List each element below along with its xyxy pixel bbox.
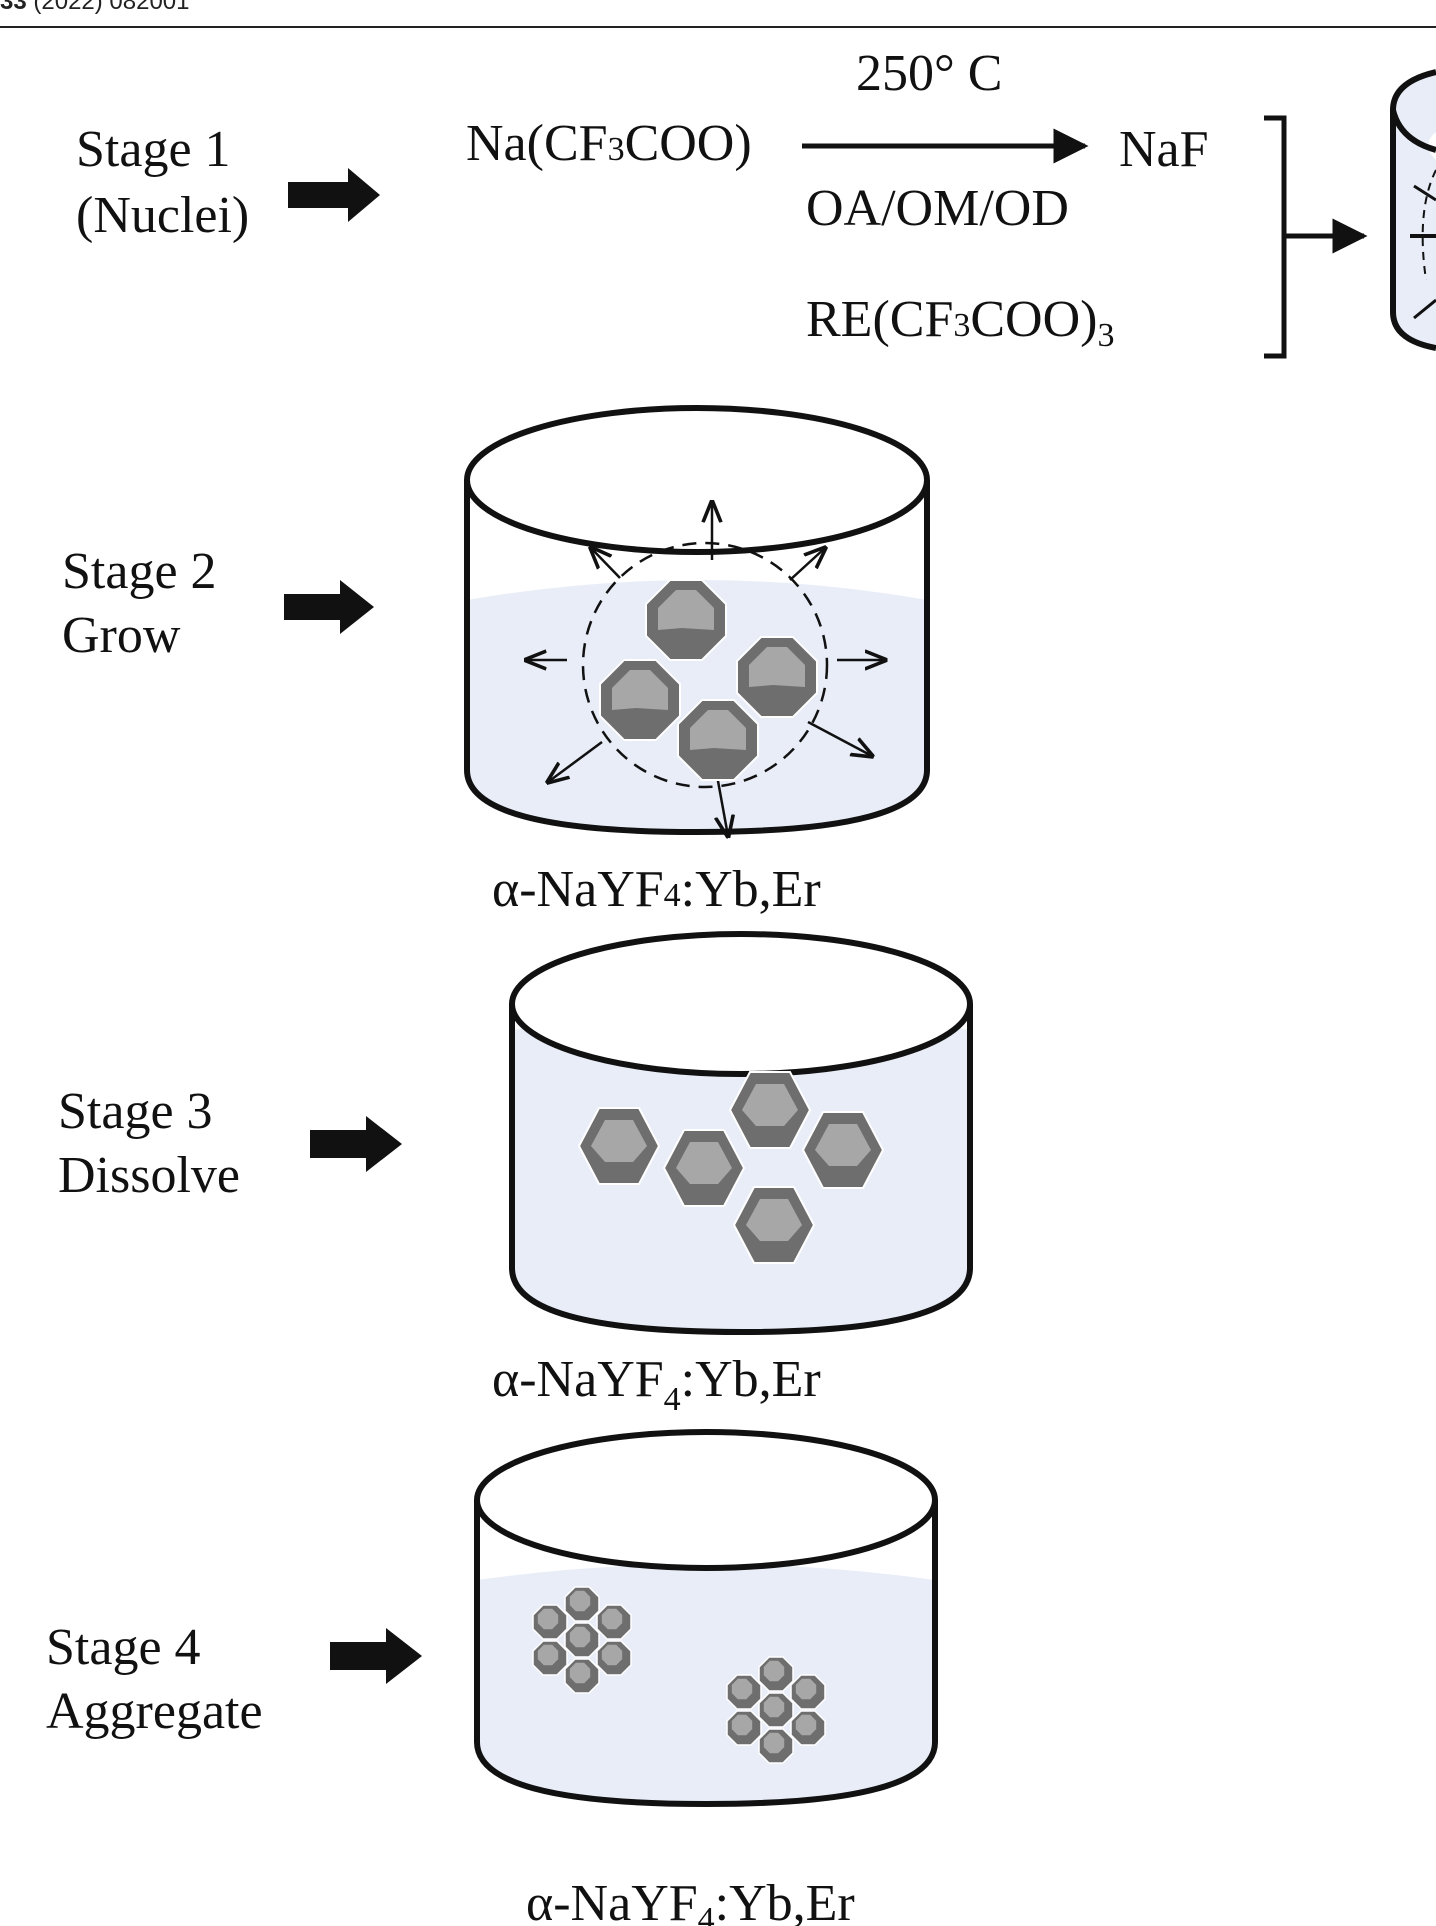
particle-octagon-icon	[645, 579, 727, 661]
small-particle-icon	[596, 1640, 632, 1676]
small-particle-icon	[564, 1586, 600, 1622]
stage4-product-label: α-NaYF4:Yb,Er	[526, 1875, 855, 1926]
stage3-product-label: α-NaYF4:Yb,Er	[492, 1351, 821, 1418]
stage2-title: Stage 2	[62, 543, 217, 600]
small-particle-icon	[726, 1674, 762, 1710]
stage2-product-label: α-NaYF4:Yb,Er	[492, 861, 821, 918]
reaction-solvents: OA/OM/OD	[806, 180, 1069, 237]
stage4-arrow-icon	[330, 1628, 422, 1684]
combine-bracket	[1264, 115, 1287, 359]
journal-header: 33 (2022) 082001	[0, 0, 1436, 28]
stage4-beaker	[474, 1429, 938, 1808]
small-particle-icon	[790, 1674, 826, 1710]
particle-octagon-icon	[599, 659, 681, 741]
stage2-arrow-icon	[284, 580, 374, 634]
particle-hexagon-icon	[732, 1186, 816, 1264]
stage2-subtitle: Grow	[62, 607, 181, 664]
reaction-product: NaF	[1119, 121, 1209, 178]
particle-hexagon-icon	[577, 1107, 661, 1185]
growth-boundary	[581, 541, 829, 789]
stage3-title: Stage 3	[58, 1083, 213, 1140]
stage1-beaker-partial	[1390, 69, 1436, 351]
stage3-group: Stage 3 Dissolve α-NaYF4:Yb,Er	[58, 931, 973, 1418]
particle-hexagon-icon	[801, 1111, 885, 1189]
stage2-growth-arrows	[526, 502, 885, 836]
journal-citation: 33 (2022) 082001	[0, 0, 190, 16]
aggregate-cluster-left	[532, 1586, 632, 1694]
stage3-particles	[577, 1071, 885, 1264]
small-particle-icon	[758, 1692, 794, 1728]
citation-text: (2022) 082001	[33, 0, 190, 15]
stage3-subtitle: Dissolve	[58, 1147, 240, 1204]
stage2-particles	[599, 579, 818, 781]
small-particle-icon	[726, 1710, 762, 1746]
small-particle-icon	[564, 1658, 600, 1694]
stage1-group: Stage 1 (Nuclei) Na(CF3COO) 250° C OA/OM…	[76, 45, 1436, 359]
stage1-arrow-icon	[288, 168, 380, 222]
stage4-subtitle: Aggregate	[46, 1683, 263, 1740]
small-particle-icon	[596, 1604, 632, 1640]
re-precursor: RE(CF3COO)3	[806, 291, 1114, 354]
particle-octagon-icon	[736, 636, 818, 718]
small-particle-icon	[564, 1622, 600, 1658]
stage3-arrow-icon	[310, 1116, 402, 1172]
stage4-group: Stage 4 Aggregate α-NaYF4:Yb,Er	[46, 1429, 938, 1926]
particle-hexagon-icon	[728, 1071, 812, 1149]
volume-number: 33	[0, 0, 27, 15]
small-particle-icon	[758, 1656, 794, 1692]
stage1-reactant: Na(CF3COO)	[466, 115, 752, 172]
stage4-title: Stage 4	[46, 1619, 201, 1676]
small-particle-icon	[758, 1728, 794, 1764]
small-particle-icon	[532, 1640, 568, 1676]
aggregate-cluster-right	[726, 1656, 826, 1764]
stage1-title: Stage 1	[76, 121, 231, 178]
stage2-group: Stage 2 Grow α-NaYF4:Yb,Er	[62, 405, 930, 918]
particle-hexagon-icon	[662, 1129, 746, 1207]
stage1-subtitle: (Nuclei)	[76, 187, 249, 244]
small-particle-icon	[790, 1710, 826, 1746]
particle-octagon-icon	[677, 699, 759, 781]
reaction-temperature: 250° C	[856, 45, 1002, 102]
small-particle-icon	[532, 1604, 568, 1640]
